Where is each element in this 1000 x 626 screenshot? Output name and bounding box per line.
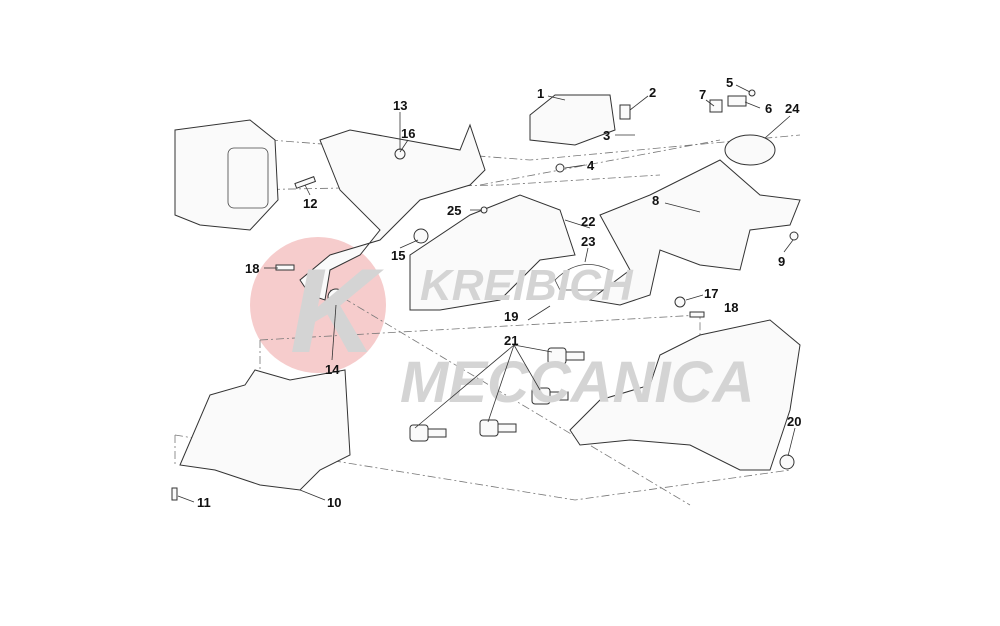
- frame-part: [174, 119, 279, 231]
- callout-label: 3: [603, 128, 610, 143]
- instrument-panel: [529, 94, 616, 146]
- callout-label: 1: [537, 86, 544, 101]
- callout-label: 10: [327, 495, 341, 510]
- lower-fairing: [569, 319, 801, 471]
- callout-label: 14: [325, 362, 340, 377]
- seal-ring: [554, 264, 611, 291]
- callout-label: 19: [504, 309, 518, 324]
- callout-label: 20: [787, 414, 801, 429]
- callout-label: 23: [581, 234, 595, 249]
- callout-label: 6: [765, 101, 772, 116]
- svg-text:KREIBICH: KREIBICH: [420, 261, 634, 310]
- callout-label: 18: [724, 300, 738, 315]
- callout-label: 9: [778, 254, 785, 269]
- parts: [171, 89, 801, 501]
- side-panel: [179, 369, 351, 491]
- callout-label: 18: [245, 261, 259, 276]
- svg-text:K: K: [290, 244, 384, 378]
- inner-fairing: [409, 194, 576, 311]
- callout-label: 4: [587, 158, 595, 173]
- callout-label: 7: [699, 87, 706, 102]
- callout-label: 22: [581, 214, 595, 229]
- callout-label: 16: [401, 126, 415, 141]
- callout-label: 15: [391, 248, 405, 263]
- callout-label: 24: [785, 101, 800, 116]
- callout-label: 12: [303, 196, 317, 211]
- callouts: 1 2 3 4 5 6 7 24 8 9 13 16 12 25 22 23 1…: [197, 75, 801, 510]
- callout-label: 25: [447, 203, 461, 218]
- callout-label: 17: [704, 286, 718, 301]
- callout-label: 5: [726, 75, 733, 90]
- bolt: [275, 264, 295, 271]
- callout-label: 8: [652, 193, 659, 208]
- bolt: [294, 176, 317, 189]
- callout-label: 2: [649, 85, 656, 100]
- bolt: [171, 487, 178, 501]
- bolt: [689, 311, 705, 318]
- leader-lines: [177, 84, 796, 503]
- callout-label: 11: [197, 495, 211, 510]
- headlight-bracket: [299, 123, 486, 301]
- seal-cover: [724, 134, 776, 166]
- screw: [674, 296, 686, 308]
- svg-text:MECCANICA: MECCANICA: [400, 350, 754, 415]
- callout-label: 21: [504, 333, 518, 348]
- watermark-logo: K KREIBICH MECCANICA: [290, 244, 754, 415]
- grommet: [413, 228, 429, 244]
- air-duct: [588, 159, 801, 306]
- watermark-circle: [250, 237, 386, 373]
- callout-label: 13: [393, 98, 407, 113]
- grommet: [779, 454, 795, 470]
